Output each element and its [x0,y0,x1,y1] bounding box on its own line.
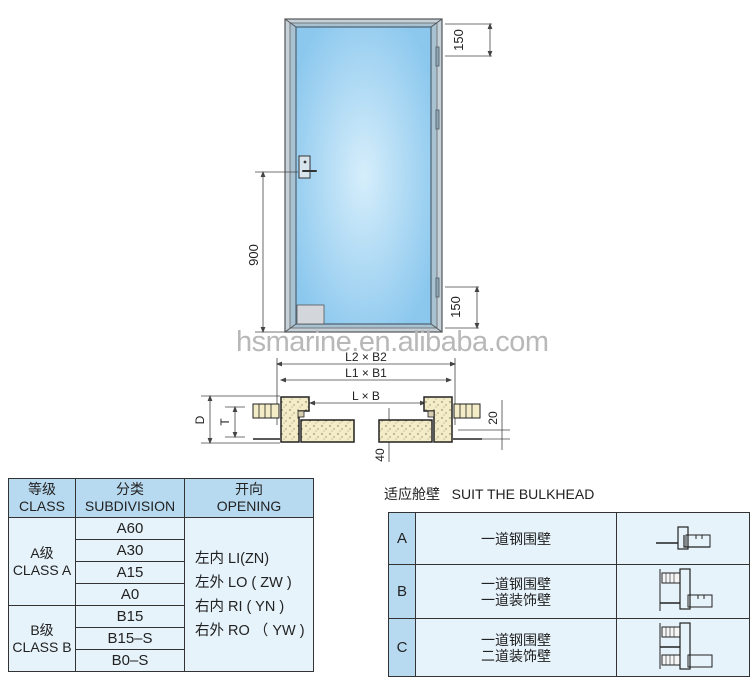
hinge-icons [435,46,440,298]
bulkhead-desc: 一道钢围壁 一道装饰壁 [415,564,617,619]
opening-item: 左内 LI(ZN) [195,550,270,567]
table-row: A15 [9,561,314,584]
table-row: A 一道钢围壁 [388,512,750,565]
opening-item: 右内 RI ( YN ) [195,598,285,615]
class-b-cn: B级 [30,621,54,638]
dim-bottom-hinge [445,285,480,330]
dim-lb-label: L × B [352,389,380,403]
subdivision-cell: B15 [75,605,185,628]
dim-20-label: 20 [486,411,500,425]
header-opening-en: OPENING [216,498,282,514]
subdivision-cell: A30 [75,539,185,562]
section-left-frame [252,396,355,443]
dim-l2b2-label: L2 × B2 [345,350,387,364]
class-table-header: 等级 CLASS 分类 SUBDIVISION 开向 OPENING [8,478,314,518]
section-right-frame [378,396,482,443]
bulkhead-desc-line: 一道钢围壁 [481,575,551,592]
bulkhead-desc-line: 一道装饰壁 [481,591,551,608]
class-a-cell: A级 CLASS A [8,517,76,606]
header-opening-cn: 开向 [235,481,263,497]
class-a-en: CLASS A [12,561,72,578]
dim-bottom-hinge-label: 150 [448,296,463,318]
subdivision-cell: B0–S [75,649,185,672]
door-drawing: 150 150 900 [193,18,510,462]
watermark-text: hsmarine.en.alibaba.com [236,326,549,358]
steel-plus-two-decor-wall-icon [616,618,750,677]
header-subdivision: 分类 SUBDIVISION [75,478,185,518]
dim-40-label: 40 [373,448,387,462]
dim-t-label: T [218,418,232,426]
bulkhead-letter: A [388,512,416,565]
table-row: A30 [9,539,314,562]
bulkhead-desc: 一道钢围壁 二道装饰壁 [415,618,617,677]
door-handle-icon [298,155,317,179]
header-opening: 开向 OPENING [184,478,314,518]
subdivision-cell: A60 [75,517,185,540]
dim-d-label: D [193,415,207,424]
header-subdivision-cn: 分类 [116,481,144,497]
table-row: B0–S [9,649,314,672]
bulkhead-desc: 一道钢围壁 [415,512,617,565]
class-b-en: CLASS B [12,638,72,655]
dim-top-hinge-label: 150 [451,29,466,51]
single-steel-wall-icon [616,512,750,565]
opening-item: 右外 RO （ YW ) [195,622,305,639]
dim-top-hinge [445,22,493,58]
subdivision-cell: A0 [75,583,185,606]
table-row: A级 CLASS A A60 左内 LI(ZN) 左外 LO ( ZW ) 右内… [8,517,314,672]
dim-handle-height [255,170,298,334]
header-class: 等级 CLASS [8,478,76,518]
bulkhead-letter: B [388,564,416,619]
bulkhead-title: 适应舱壁 SUIT THE BULKHEAD [384,486,595,502]
bulkhead-letter: C [388,618,416,677]
dim-handle-height-label: 900 [246,244,261,266]
class-table: 等级 CLASS 分类 SUBDIVISION 开向 OPENING A级 CL… [8,478,314,672]
vent-grille [296,304,325,325]
table-row: C 一道钢围壁 二道装饰壁 [388,618,750,677]
subdivision-cell: A15 [75,561,185,584]
opening-cell: 左内 LI(ZN) 左外 LO ( ZW ) 右内 RI ( YN ) 右外 R… [184,517,314,672]
header-subdivision-en: SUBDIVISION [84,498,176,514]
steel-plus-one-decor-wall-icon [616,564,750,619]
bulkhead-table: A 一道钢围壁 B 一道钢围壁 一道装饰壁 [388,512,750,677]
table-row: B级 CLASS B B15 [8,605,314,672]
table-row: B15–S [9,627,314,650]
opening-item: 左外 LO ( ZW ) [195,574,292,591]
table-row: B 一道钢围壁 一道装饰壁 [388,564,750,619]
class-b-cell: B级 CLASS B [8,605,76,672]
dim-l1b1-label: L1 × B1 [345,366,387,380]
bulkhead-desc-line: 一道钢围壁 [481,631,551,648]
bulkhead-desc-line: 二道装饰壁 [481,647,551,664]
class-a-cn: A级 [30,544,54,561]
header-class-en: CLASS [19,498,65,514]
door-glass-panel [295,26,432,325]
subdivision-cell: B15–S [75,627,185,650]
bulkhead-desc-line: 一道钢围壁 [481,530,551,547]
header-class-cn: 等级 [28,481,56,497]
